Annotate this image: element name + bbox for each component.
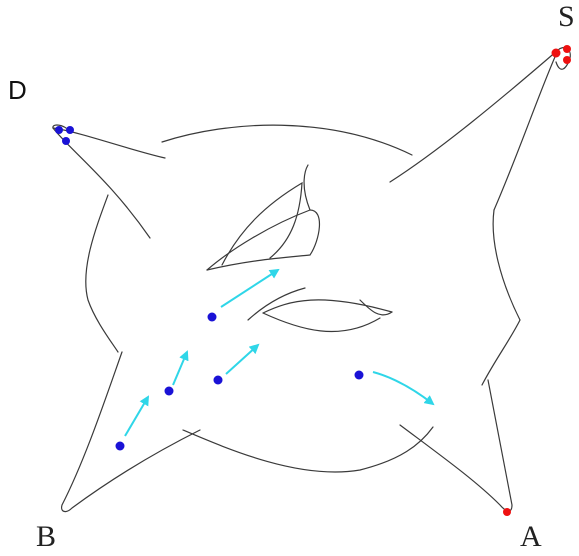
label-d: D: [8, 75, 27, 105]
arrow-1: [124, 395, 150, 437]
label-s: S: [558, 0, 575, 33]
arrow-2: [172, 350, 189, 386]
left-edge: [85, 194, 119, 353]
surface-outline: [52, 47, 571, 513]
bottom-right-arm: [399, 379, 513, 512]
blue-dot: [164, 386, 174, 396]
label-b: B: [36, 520, 56, 553]
right-edge: [481, 209, 521, 386]
arrow-4: [220, 268, 280, 308]
blue-dots: [55, 126, 364, 451]
blue-dot: [213, 375, 223, 385]
right-arm-right: [493, 49, 559, 211]
hole-upper-lower: [206, 209, 320, 271]
red-dot: [563, 56, 571, 64]
hole-lower-bottom: [262, 312, 381, 333]
cross-curve-right: [359, 299, 393, 316]
top-edge: [161, 124, 413, 156]
red-dot: [551, 48, 561, 58]
hole-lower-top: [262, 299, 393, 314]
blue-dot: [115, 441, 125, 451]
left-arm-lower: [52, 127, 151, 239]
hole-upper-outer: [206, 164, 311, 271]
blue-dot: [66, 126, 74, 134]
red-dot: [563, 45, 571, 53]
blue-dot: [207, 312, 217, 322]
right-arm-left: [389, 49, 559, 183]
blue-dot: [62, 137, 70, 145]
bottom-edge: [182, 426, 434, 473]
red-dot: [503, 508, 511, 516]
d-tip: [52, 124, 67, 129]
inner-holes: [206, 164, 393, 333]
red-dots: [503, 45, 571, 516]
label-a: A: [520, 520, 542, 553]
arrow-5: [372, 371, 435, 406]
hole-upper-inner: [221, 181, 303, 266]
cross-curve-left: [247, 287, 306, 321]
bottom-left-arm: [61, 351, 201, 513]
flow-arrows: [124, 268, 435, 437]
blue-dot: [354, 370, 364, 380]
blue-dot: [55, 126, 63, 134]
arrow-3: [225, 343, 260, 375]
